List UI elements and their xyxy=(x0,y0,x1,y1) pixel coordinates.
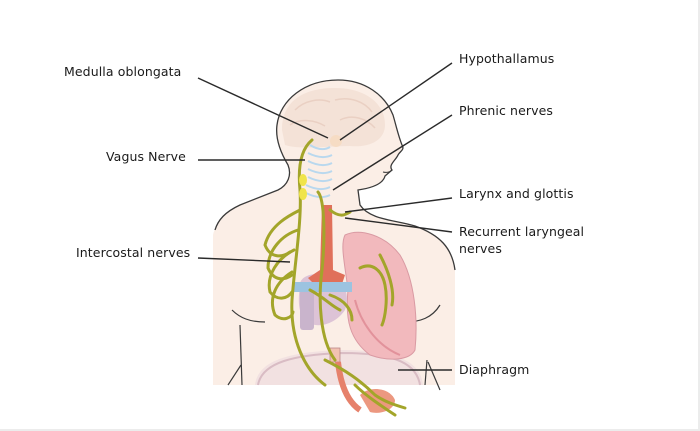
label-larynx-glottis: Larynx and glottis xyxy=(459,186,574,201)
leader-lines xyxy=(197,62,453,371)
label-phrenic-nerves: Phrenic nerves xyxy=(459,103,554,118)
brain xyxy=(282,88,385,148)
ganglia xyxy=(299,174,307,200)
label-medulla-oblongata: Medulla oblongata xyxy=(64,64,182,79)
label-hypothalamus: Hypothallamus xyxy=(459,51,555,66)
label-recurrent-laryngeal-line1: Recurrent laryngeal xyxy=(459,224,585,239)
label-recurrent-laryngeal-line2: nerves xyxy=(459,241,502,256)
label-diaphragm: Diaphragm xyxy=(459,362,530,377)
label-intercostal-nerves: Intercostal nerves xyxy=(76,245,191,260)
nerves xyxy=(263,138,407,417)
label-vagus-nerve: Vagus Nerve xyxy=(106,149,186,164)
